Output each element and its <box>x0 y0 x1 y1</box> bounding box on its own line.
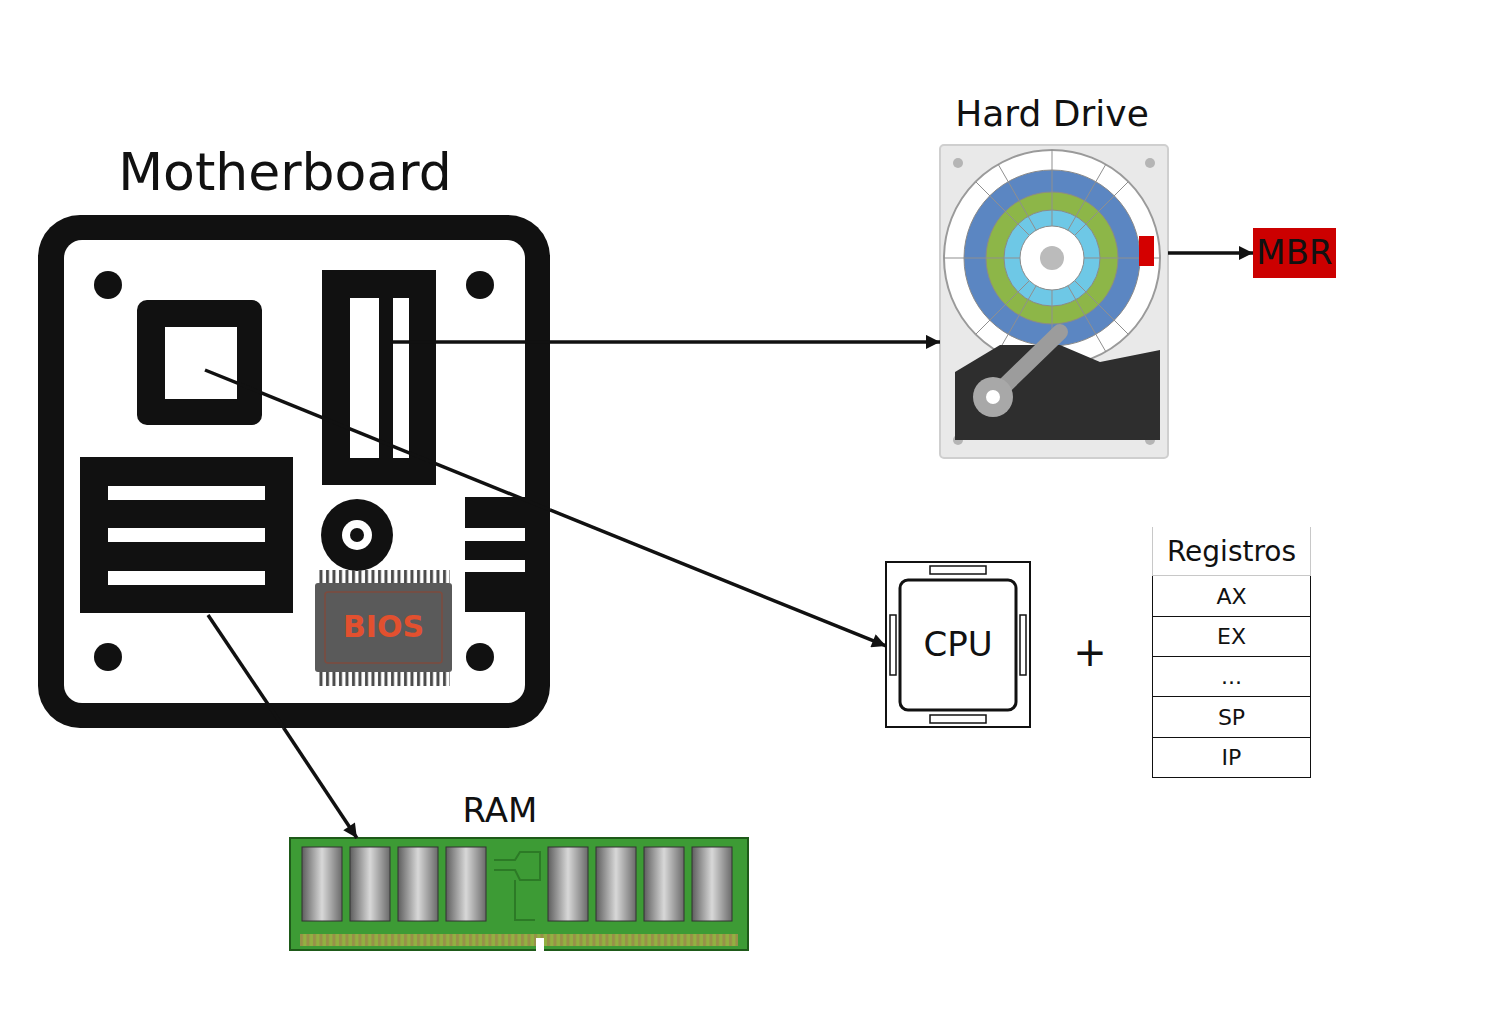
expansion-slot <box>322 270 436 485</box>
table-title: Registros <box>1167 535 1296 568</box>
io-connectors <box>465 497 525 612</box>
sector-line <box>1075 281 1128 334</box>
ram-notch <box>536 938 544 951</box>
arm-pivot-center <box>986 390 1000 404</box>
drive-screw <box>953 158 963 168</box>
ram-slot-gap <box>108 486 265 500</box>
mbr-block: MBR <box>1253 228 1336 278</box>
sector-line <box>976 182 1029 235</box>
table-cell: EX <box>1152 617 1311 657</box>
ram-slot-gap <box>108 571 265 585</box>
motherboard-drawing <box>38 215 550 728</box>
memory-chip <box>398 847 438 921</box>
register-name: IP <box>1222 745 1242 770</box>
motherboard: MotherboardBIOS <box>38 215 550 728</box>
battery <box>321 499 393 571</box>
sector-line <box>998 286 1036 352</box>
bios-chip: BIOS <box>315 583 452 672</box>
ram-contacts-gold <box>300 934 738 946</box>
spindle <box>1040 246 1064 270</box>
drive-case <box>940 145 1168 458</box>
ram-drawing <box>290 838 748 951</box>
sector-line <box>1052 150 1053 226</box>
table-cell: IP <box>1152 738 1311 778</box>
register-name: EX <box>1217 624 1246 649</box>
sector-line <box>1068 164 1106 230</box>
node-heading: RAM <box>271 790 729 830</box>
screw-hole <box>94 643 122 671</box>
ram-slots <box>80 457 293 613</box>
bios-chip-inlay <box>325 592 442 663</box>
drive-base <box>955 345 1160 440</box>
table-cell: AX <box>1152 576 1311 617</box>
hard-drive-drawing <box>940 145 1168 458</box>
board-frame <box>38 215 550 728</box>
connector-arrow <box>550 340 940 344</box>
battery-ring <box>342 520 372 550</box>
plus-sign: + <box>1068 630 1112 674</box>
cpu-drawing <box>886 562 1030 727</box>
cpu-lid <box>900 580 1016 710</box>
io-gap <box>465 560 525 572</box>
bios-chip-body <box>315 583 452 672</box>
register-table: RegistrosAX EX... SP IP <box>1152 527 1311 778</box>
cpu-notch <box>1020 615 1026 675</box>
register-name: ... <box>1221 664 1242 689</box>
slot-gap <box>393 298 409 458</box>
memory-chip <box>350 847 390 921</box>
screw-hole <box>94 271 122 299</box>
cpu-notch <box>930 715 986 723</box>
node-heading: Hard Drive <box>938 93 1166 135</box>
table-header: Registros <box>1152 527 1311 576</box>
sector-line <box>976 281 1029 334</box>
table-cell: ... <box>1152 657 1311 697</box>
memory-chip <box>644 847 684 921</box>
cpu-chip: CPU <box>886 562 1030 727</box>
ram-module: RAM <box>290 838 748 950</box>
leader-line <box>205 370 550 510</box>
node-label: BIOS <box>343 610 424 645</box>
mbr-sector <box>1139 236 1154 266</box>
sector-line <box>998 164 1036 230</box>
node-label: MBR <box>1256 233 1332 272</box>
sector-line <box>1068 286 1106 352</box>
battery-center <box>350 528 364 542</box>
drive-screw <box>1145 158 1155 168</box>
cpu-socket-inner <box>165 327 237 399</box>
memory-chip <box>548 847 588 921</box>
memory-chip <box>446 847 486 921</box>
connector-arrow <box>550 510 886 646</box>
platter-hub <box>1020 226 1084 290</box>
ram-slot-gap <box>108 528 265 542</box>
ram-contacts <box>300 934 738 946</box>
sector-line <box>944 258 1020 259</box>
memory-chip <box>302 847 342 921</box>
node-heading: Motherboard <box>29 141 541 203</box>
leader-line <box>208 615 284 728</box>
connector-arrow <box>1168 251 1253 255</box>
cpu-package <box>886 562 1030 727</box>
chip-pins <box>318 672 450 686</box>
connector-arrow <box>284 728 357 838</box>
node-label: CPU <box>923 625 992 664</box>
chip-pins <box>318 570 450 583</box>
leader-line <box>390 340 550 344</box>
cpu-notch <box>890 615 896 675</box>
ram-board <box>290 838 748 950</box>
memory-chip <box>692 847 732 921</box>
cpu-socket <box>137 300 262 425</box>
memory-chip <box>596 847 636 921</box>
cpu-notch <box>930 566 986 574</box>
arm-pivot <box>973 377 1013 417</box>
screw-hole <box>466 643 494 671</box>
ram-trace <box>494 852 540 920</box>
sector-line <box>1075 182 1128 235</box>
io-gap <box>465 528 525 541</box>
table-cell: SP <box>1152 697 1311 738</box>
register-name: SP <box>1218 705 1245 730</box>
register-name: AX <box>1216 584 1246 609</box>
screw-hole <box>466 271 494 299</box>
hard-drive: Hard Drive <box>940 145 1168 458</box>
